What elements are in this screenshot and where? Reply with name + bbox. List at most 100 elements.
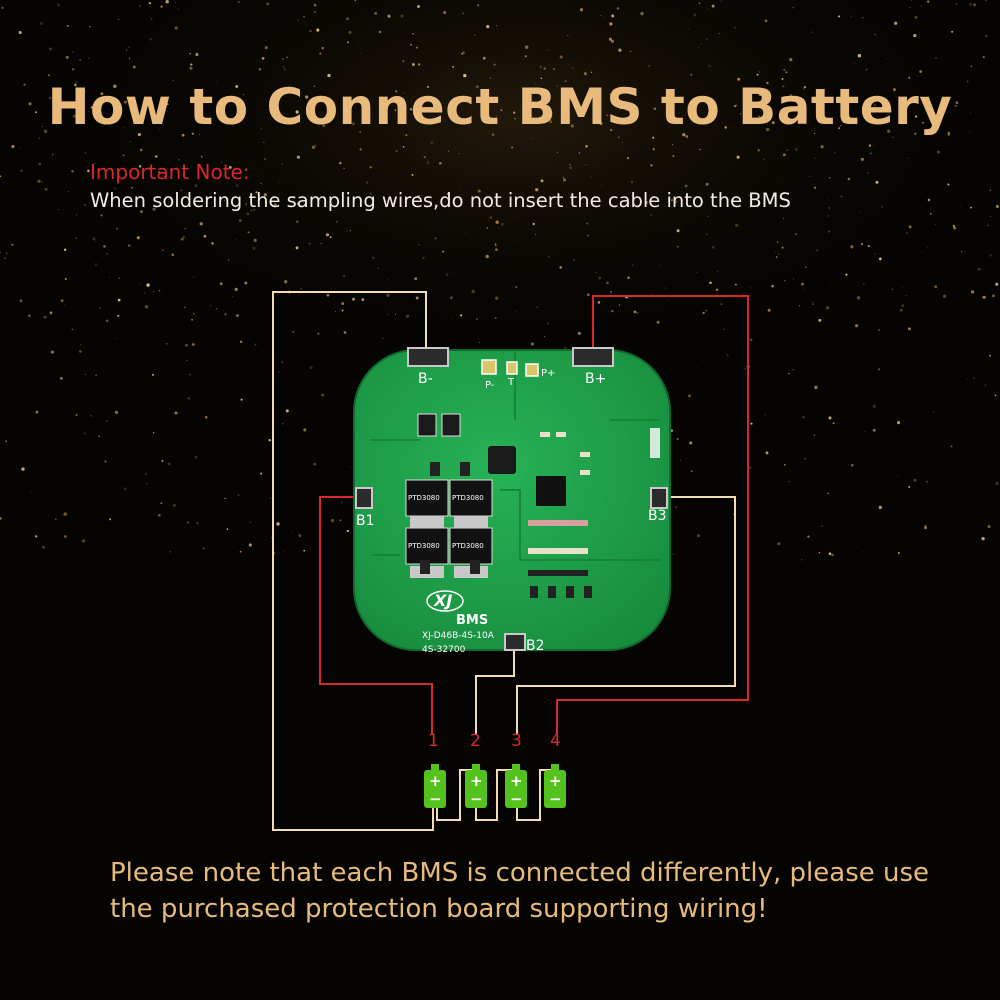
sparkle-dot [933, 411, 935, 413]
sparkle-dot [341, 302, 345, 305]
important-note-label: Important Note: [90, 160, 250, 184]
sparkle-dot [914, 15, 918, 19]
sparkle-dot [191, 343, 195, 346]
sparkle-dot [798, 305, 801, 307]
sparkle-dot [194, 456, 198, 459]
sparkle-dot [656, 320, 660, 324]
sparkle-dot [789, 94, 792, 97]
sparkle-dot [838, 15, 841, 18]
sparkle-dot [809, 175, 811, 177]
sparkle-dot [702, 311, 705, 314]
sparkle-dot [392, 202, 396, 206]
sparkle-dot [330, 518, 335, 523]
sparkle-dot [923, 526, 928, 530]
sparkle-dot [828, 207, 830, 209]
sparkle-dot [764, 414, 766, 416]
sparkle-dot [115, 227, 119, 230]
pad-p-minus [481, 359, 497, 375]
sparkle-dot [579, 8, 584, 12]
sparkle-dot [427, 162, 429, 164]
sparkle-dot [677, 245, 679, 248]
sparkle-dot [305, 95, 309, 99]
sparkle-dot [126, 49, 128, 51]
sparkle-dot [603, 17, 605, 19]
sparkle-dot [286, 56, 288, 59]
sparkle-dot [672, 155, 675, 158]
battery-cells: + − + − + − + − [424, 764, 566, 808]
chip-label-1: PTD3080 [408, 494, 440, 502]
sparkle-dot [174, 26, 178, 30]
sparkle-dot [478, 206, 481, 208]
sparkle-dot [57, 208, 59, 211]
sparkle-dot [335, 311, 337, 313]
sparkle-dot [585, 164, 587, 166]
sparkle-dot [196, 522, 199, 524]
sparkle-dot [158, 128, 160, 130]
sparkle-dot [151, 270, 153, 272]
sparkle-dot [919, 70, 922, 73]
sparkle-dot [585, 144, 588, 148]
sparkle-dot [235, 206, 237, 208]
sparkle-dot [42, 181, 44, 183]
sparkle-dot [908, 485, 911, 489]
sparkle-dot [589, 96, 592, 100]
sparkle-dot [49, 47, 52, 51]
sparkle-dot [736, 155, 740, 159]
sparkle-dot [105, 319, 109, 323]
sparkle-dot [489, 216, 492, 219]
sparkle-dot [38, 137, 41, 140]
sparkle-dot [659, 265, 661, 267]
sparkle-dot [263, 157, 267, 161]
sparkle-dot [969, 112, 972, 114]
sparkle-dot [152, 432, 155, 434]
sparkle-dot [597, 120, 601, 123]
sparkle-dot [616, 7, 620, 10]
sparkle-dot [685, 135, 689, 138]
sparkle-dot [264, 39, 267, 41]
sparkle-dot [950, 445, 953, 448]
sparkle-dot [782, 85, 785, 88]
sparkle-dot [697, 534, 700, 538]
sparkle-dot [309, 29, 312, 33]
sparkle-dot [136, 236, 140, 240]
sparkle-dot [292, 330, 295, 333]
sparkle-dot [411, 63, 415, 66]
sparkle-dot [227, 197, 229, 199]
sparkle-dot [415, 296, 419, 300]
sparkle-dot [0, 517, 2, 520]
mosfet-chips [405, 479, 493, 578]
sparkle-dot [829, 22, 830, 24]
sparkle-dot [477, 4, 480, 7]
sparkle-dot [653, 107, 657, 110]
sparkle-dot [599, 122, 603, 126]
sparkle-dot [862, 17, 864, 19]
pcb-outline [353, 349, 671, 651]
sparkle-dot [249, 522, 251, 524]
sparkle-dot [771, 121, 775, 125]
sparkle-dot [632, 264, 634, 266]
sparkle-dot [377, 267, 379, 269]
label-b1: B1 [356, 513, 375, 529]
sparkle-dot [191, 132, 194, 135]
sparkle-dot [415, 46, 418, 49]
sparkle-dot [705, 309, 708, 312]
sparkle-dot [792, 7, 794, 9]
sparkle-dot [946, 36, 947, 38]
sparkle-dot [130, 111, 133, 114]
board-cell-type: 4S-32700 [422, 645, 466, 655]
sparkle-dot [571, 67, 574, 69]
sparkle-dot [450, 317, 452, 319]
sparkle-dot [266, 2, 270, 6]
sparkle-dot [590, 176, 592, 178]
sparkle-dot [139, 148, 143, 152]
sparkle-dot [94, 263, 98, 267]
sparkle-dot [568, 119, 571, 122]
sparkle-dot [901, 303, 905, 308]
sparkle-dot [74, 80, 78, 84]
sparkle-dot [949, 179, 950, 180]
sparkle-dot [489, 77, 492, 80]
sparkle-dot [358, 42, 360, 44]
sparkle-dot [173, 504, 176, 507]
sparkle-dot [640, 11, 644, 16]
sparkle-dot [955, 2, 958, 6]
